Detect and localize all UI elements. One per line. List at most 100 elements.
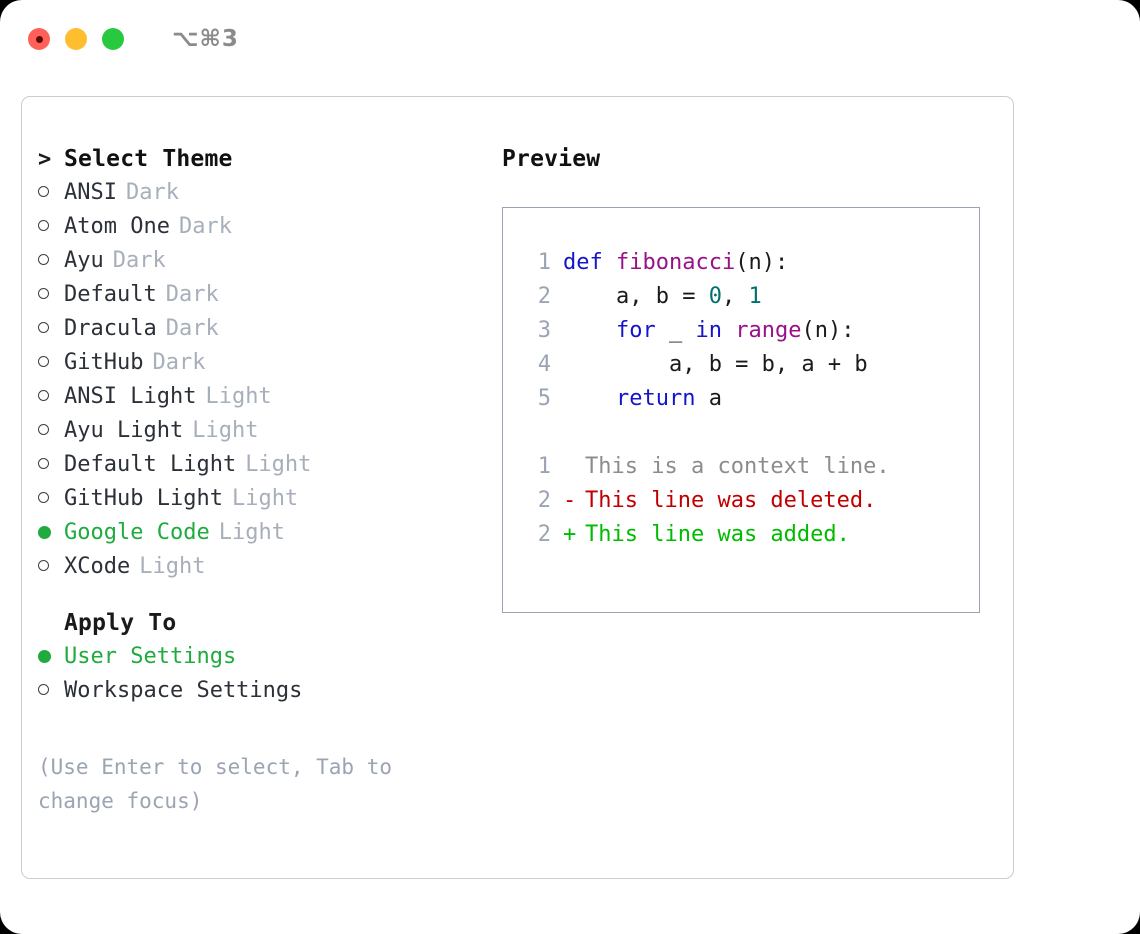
- line-number: 2: [537, 488, 551, 513]
- code-line: 3 for _ in range(n):: [517, 318, 979, 352]
- theme-kind-badge: Dark: [152, 350, 206, 375]
- theme-option-default[interactable]: Default Dark: [38, 282, 488, 316]
- theme-name-label: XCode: [64, 554, 131, 579]
- theme-name-label: Ayu Light: [64, 418, 184, 443]
- close-button-icon[interactable]: [28, 28, 50, 50]
- theme-kind-badge: Light: [192, 418, 259, 443]
- apply-to-indent: [38, 611, 64, 636]
- focus-caret-icon: >: [38, 147, 52, 172]
- diff-text: This is a context line.: [563, 454, 890, 479]
- code-line: 4 a, b = b, a + b: [517, 352, 979, 386]
- line-number: 2: [537, 284, 551, 309]
- code-text: for _ in range(n):: [563, 318, 854, 343]
- theme-name-label: Default: [64, 282, 157, 307]
- diff-text: -This line was deleted.: [563, 488, 876, 513]
- code-text: def fibonacci(n):: [563, 250, 788, 275]
- apply-to-heading: Apply To: [38, 610, 488, 644]
- diff-content: This line was added.: [585, 522, 850, 547]
- token-kw: in: [695, 318, 722, 343]
- line-number: 1: [537, 454, 551, 479]
- theme-kind-badge: Dark: [125, 180, 179, 205]
- theme-option-dracula[interactable]: Dracula Dark: [38, 316, 488, 350]
- theme-kind-badge: Light: [218, 520, 285, 545]
- maximize-button-icon[interactable]: [102, 28, 124, 50]
- theme-option-ayu[interactable]: Ayu Dark: [38, 248, 488, 282]
- theme-option-ansi[interactable]: ANSI Dark: [38, 180, 488, 214]
- token-plain: _: [655, 318, 696, 343]
- diff-line-del: 2-This line was deleted.: [517, 488, 979, 522]
- theme-kind-badge: Dark: [165, 316, 219, 341]
- theme-name-label: ANSI: [64, 180, 117, 205]
- theme-name-label: GitHub Light: [64, 486, 223, 511]
- code-text: a, b = b, a + b: [563, 352, 868, 377]
- line-number: 1: [537, 250, 551, 275]
- titlebar: ⌥⌘3: [0, 0, 1140, 78]
- theme-name-label: Dracula: [64, 316, 157, 341]
- line-number: 3: [537, 318, 551, 343]
- theme-option-google-code[interactable]: Google Code Light: [38, 520, 488, 554]
- preview-title: Preview: [502, 146, 601, 172]
- token-fn: range: [735, 318, 802, 343]
- token-plain: a, b =: [563, 284, 709, 309]
- apply-to-option-user-settings[interactable]: User Settings: [38, 644, 488, 678]
- token-plain: a: [695, 386, 722, 411]
- keyboard-hint-text: (Use Enter to select, Tab to change focu…: [38, 755, 393, 813]
- token-plain: ,: [721, 284, 749, 309]
- diff-sign: +: [563, 522, 577, 547]
- token-plain: (n):: [735, 250, 789, 275]
- theme-name-label: GitHub: [64, 350, 144, 375]
- diff-line-ctx: 1 This is a context line.: [517, 454, 979, 488]
- theme-option-github[interactable]: GitHub Dark: [38, 350, 488, 384]
- code-line: 5 return a: [517, 386, 979, 420]
- theme-kind-badge: Dark: [178, 214, 232, 239]
- theme-name-label: Ayu: [64, 248, 104, 273]
- theme-option-xcode[interactable]: XCode Light: [38, 554, 488, 588]
- theme-kind-badge: Light: [205, 384, 272, 409]
- diff-content: This line was deleted.: [585, 488, 877, 513]
- apply-to-option-workspace-settings[interactable]: Workspace Settings: [38, 678, 488, 712]
- token-kw: return: [615, 386, 696, 411]
- token-plain: [563, 386, 616, 411]
- theme-name-label: Google Code: [64, 520, 210, 545]
- preview-box: 1 def fibonacci(n): 2 a, b = 0, 1 3 for _ i…: [502, 207, 980, 613]
- theme-option-atom-one[interactable]: Atom One Dark: [38, 214, 488, 248]
- token-kw: for: [615, 318, 656, 343]
- code-line: 1 def fibonacci(n):: [517, 250, 979, 284]
- token-plain: a, b = b, a + b: [563, 352, 868, 377]
- diff-line-add: 2 + This line was added.: [517, 522, 979, 556]
- token-num: 1: [748, 284, 762, 309]
- code-sample: 1 def fibonacci(n): 2 a, b = 0, 1 3 for _ i…: [517, 250, 979, 420]
- theme-name-label: Atom One: [64, 214, 170, 239]
- preview-panel: Preview 1 def fibonacci(n): 2 a, b = 0, 1 3…: [502, 146, 1002, 613]
- select-theme-heading: > Select Theme: [38, 146, 488, 180]
- code-text: return a: [563, 386, 722, 411]
- theme-kind-badge: Dark: [165, 282, 219, 307]
- token-plain: (n):: [801, 318, 855, 343]
- line-number: 4: [537, 352, 551, 377]
- theme-name-label: Default Light: [64, 452, 237, 477]
- diff-sign: -: [563, 488, 577, 513]
- code-text: a, b = 0, 1: [563, 284, 762, 309]
- token-plain: [722, 318, 735, 343]
- theme-kind-badge: Light: [139, 554, 206, 579]
- diff-sign: [563, 454, 585, 479]
- theme-name-label: ANSI Light: [64, 384, 197, 409]
- theme-option-github-light[interactable]: GitHub Light Light: [38, 486, 488, 520]
- diff-content: This is a context line.: [585, 454, 890, 479]
- theme-kind-badge: Light: [231, 486, 299, 511]
- line-number: 5: [537, 386, 551, 411]
- minimize-button-icon[interactable]: [65, 28, 87, 50]
- diff-text: + This line was added.: [563, 522, 850, 547]
- token-num: 0: [708, 284, 722, 309]
- theme-option-ansi-light[interactable]: ANSI Light Light: [38, 384, 488, 418]
- theme-kind-badge: Dark: [112, 248, 166, 273]
- diff-sample: 1 This is a context line.2-This line was…: [517, 454, 979, 556]
- apply-to-label: Workspace Settings: [64, 678, 303, 703]
- theme-option-ayu-light[interactable]: Ayu Light Light: [38, 418, 488, 452]
- line-number: 2: [537, 522, 551, 547]
